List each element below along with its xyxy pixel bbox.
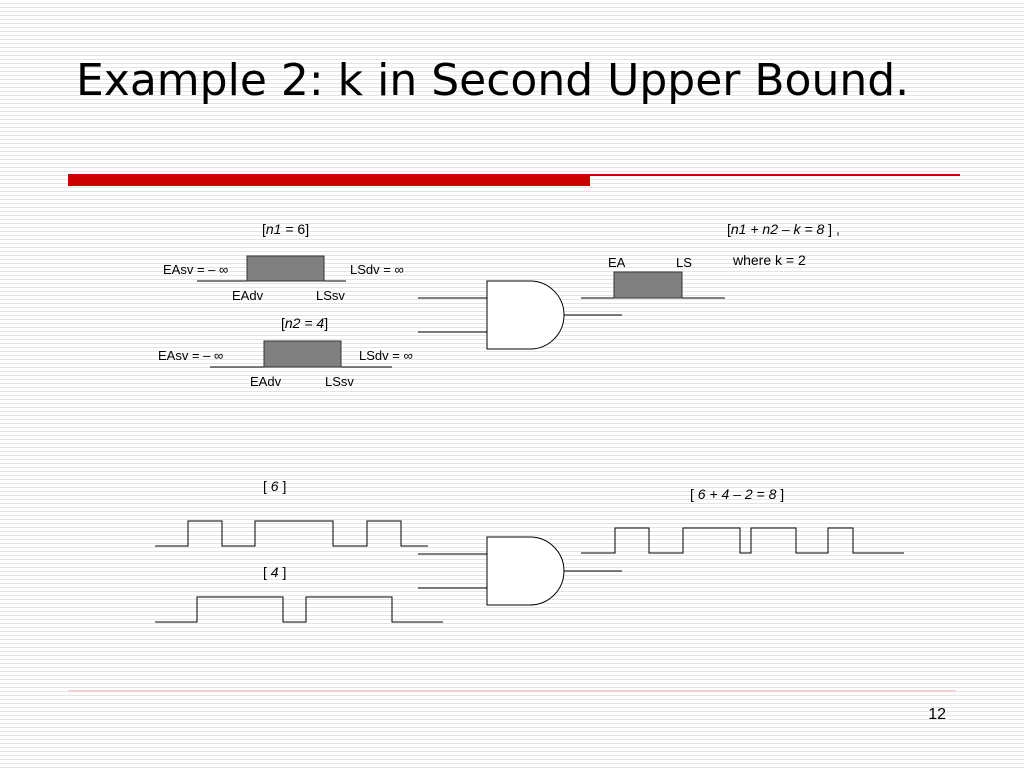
top-input1-interval-box — [246, 255, 325, 282]
bottom-input2-label: [ 4 ] — [263, 564, 286, 580]
top-input2-label: [n2 = 4] — [281, 315, 328, 331]
title-underline-bar — [68, 174, 590, 186]
title-underline-line — [590, 174, 960, 176]
top-output-ea-label: EA — [608, 255, 626, 270]
top-and-gate — [486, 280, 565, 350]
top-input2-lssv: LSsv — [325, 374, 354, 389]
bottom-output-pulse-train — [581, 527, 904, 554]
bottom-output-label: [ 6 + 4 – 2 = 8 ] — [690, 486, 784, 502]
bottom-and-gate — [486, 536, 565, 606]
top-input2-lsdv: LSdv = ∞ — [359, 348, 413, 363]
top-input2-interval-box — [263, 340, 342, 368]
top-output-label: [n1 + n2 – k = 8 ] , — [727, 221, 840, 237]
top-input1-lssv: LSsv — [316, 288, 345, 303]
top-input1-easv: EAsv = – ∞ — [163, 262, 228, 277]
slide-title: Example 2: k in Second Upper Bound. — [76, 55, 910, 106]
top-output-interval-box — [613, 271, 683, 299]
top-output-ls-label: LS — [676, 255, 692, 270]
page-number: 12 — [928, 706, 946, 723]
top-output-note: where k = 2 — [732, 252, 806, 268]
top-input1-eadv: EAdv — [232, 288, 264, 303]
top-input2-easv: EAsv = – ∞ — [158, 348, 223, 363]
top-input2-eadv: EAdv — [250, 374, 282, 389]
footer-divider — [68, 690, 956, 692]
top-input1-lsdv: LSdv = ∞ — [350, 262, 404, 277]
top-input1-label: [n1 = 6] — [262, 221, 309, 237]
bottom-input2-pulse-train — [155, 596, 443, 623]
bottom-input1-label: [ 6 ] — [263, 478, 286, 494]
bottom-input1-pulse-train — [155, 520, 428, 547]
